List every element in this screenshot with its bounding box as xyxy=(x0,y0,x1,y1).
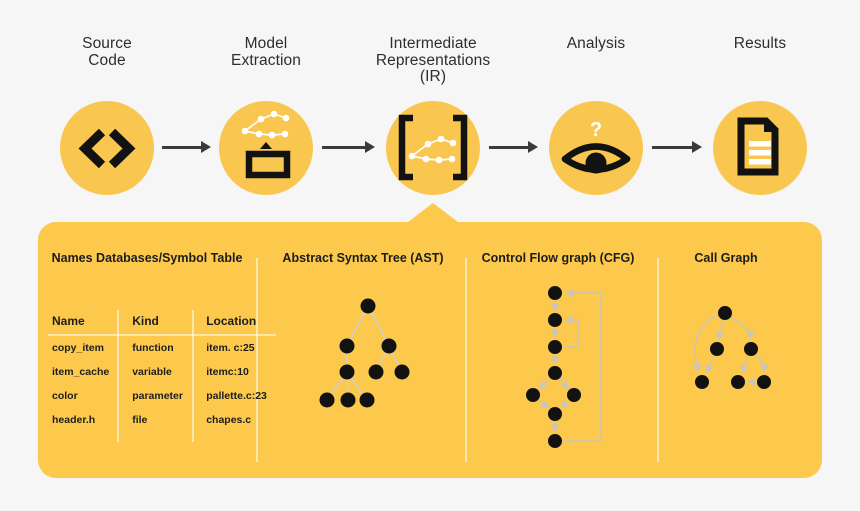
flow-arrow xyxy=(652,141,702,153)
section-divider xyxy=(465,258,467,462)
section-title-call-graph: Call Graph xyxy=(694,251,758,265)
cell-kind: variable xyxy=(118,360,195,384)
code-icon xyxy=(78,128,136,169)
call-graph-graphic xyxy=(692,306,771,389)
extract-triangle-icon xyxy=(260,142,272,149)
results-document-icon xyxy=(737,117,779,176)
symbol-table-header-location: Location xyxy=(193,310,277,336)
cell-name: copy_item xyxy=(48,335,120,360)
section-divider xyxy=(256,258,258,462)
question-mark-icon: ? xyxy=(590,119,602,141)
stage-label-source-code: Source Code xyxy=(82,35,132,69)
stage-label-results: Results xyxy=(733,35,787,52)
table-row: item_cache variable itemc:10 xyxy=(48,360,276,384)
ir-brackets-icon xyxy=(398,114,468,181)
symbol-table-header-kind: Kind xyxy=(118,310,195,336)
ast-tree-graphic xyxy=(319,298,410,408)
cell-kind: function xyxy=(118,335,195,360)
cell-location: item. c:25 xyxy=(206,342,255,354)
flow-arrow xyxy=(162,141,211,153)
panel-notch-triangle xyxy=(408,203,458,222)
cell-name: item_cache xyxy=(48,360,120,384)
flow-arrow xyxy=(322,141,375,153)
cell-location: chapes.c xyxy=(206,414,252,426)
cell-kind: parameter xyxy=(118,384,195,408)
stage-circle-model-extraction xyxy=(219,101,313,195)
cell-location: itemc:10 xyxy=(206,366,249,378)
box-icon xyxy=(245,150,291,179)
white-graph-icon xyxy=(411,138,454,161)
cfg-graphic xyxy=(526,286,602,448)
white-graph-icon xyxy=(244,113,287,136)
flow-arrow xyxy=(489,141,538,153)
stage-circle-source-code xyxy=(60,101,154,195)
cell-name: header.h xyxy=(48,408,120,442)
symbol-table: Name Kind Location copy_item function it… xyxy=(48,310,277,442)
folded-corner xyxy=(764,118,778,132)
stage-circle-results xyxy=(713,101,807,195)
cell-name: color xyxy=(48,384,120,408)
table-row: header.h file chapes.c xyxy=(48,408,276,442)
stage-label-analysis: Analysis xyxy=(566,35,626,52)
analysis-eye-icon: ? xyxy=(561,119,631,174)
stage-circle-analysis: ? xyxy=(549,101,643,195)
model-extraction-icon xyxy=(241,110,291,179)
table-row: copy_item function item. c:25 xyxy=(48,335,276,360)
section-divider xyxy=(657,258,659,462)
ir-detail-panel: Names Databases/Symbol Table Abstract Sy… xyxy=(38,203,822,478)
table-row: color parameter pallette.c:23 xyxy=(48,384,276,408)
section-title-symbol-table: Names Databases/Symbol Table xyxy=(51,251,243,265)
cell-kind: file xyxy=(118,408,195,442)
section-title-cfg: Control Flow graph (CFG) xyxy=(481,251,635,265)
section-title-ast: Abstract Syntax Tree (AST) xyxy=(282,251,444,265)
symbol-table-header-name: Name xyxy=(48,310,120,336)
eye-pupil xyxy=(585,152,607,174)
cell-location: pallette.c:23 xyxy=(206,390,267,402)
stage-circle-ir xyxy=(386,101,480,195)
stage-label-model-extraction: Model Extraction xyxy=(231,35,301,69)
stage-label-intermediate-representations: Intermediate Representations (IR) xyxy=(375,35,491,85)
